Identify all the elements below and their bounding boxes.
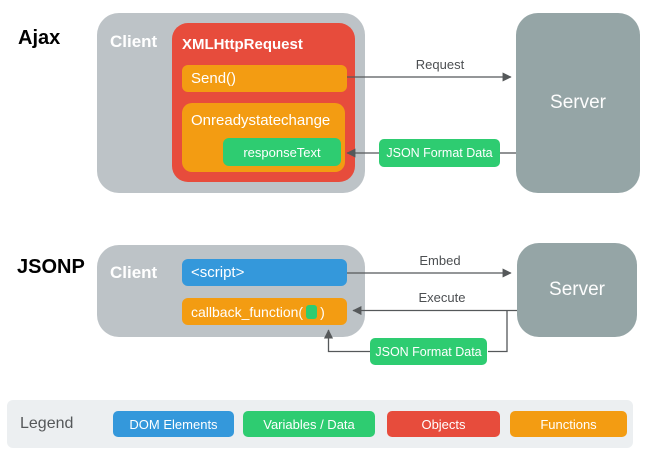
jsonp-section-label: JSONP — [17, 256, 85, 278]
legend-title: Legend — [20, 415, 74, 432]
ajax-server-box: Server — [516, 13, 640, 193]
jsonp-script-box: <script> — [182, 259, 347, 286]
ajax-responsetext-box: responseText — [223, 138, 341, 166]
jsonp-callback-box: callback_function( ) — [182, 298, 347, 325]
ajax-section-label: Ajax — [18, 27, 61, 49]
jsonp-script-label: <script> — [191, 264, 245, 281]
ajax-server-label: Server — [550, 92, 606, 113]
ajax-xmlhttprequest-label: XMLHttpRequest — [182, 36, 303, 53]
json-data-argument-square — [306, 304, 318, 319]
ajax-request-arrow-label: Request — [415, 57, 465, 72]
legend-item-functions-label: Functions — [540, 416, 597, 432]
jsonp-callback-label-close: ) — [320, 303, 325, 320]
legend-item-variables-data-label: Variables / Data — [263, 416, 355, 432]
jsonp-server-box: Server — [517, 243, 637, 337]
ajax-client-label: Client — [110, 32, 158, 51]
jsonp-server-label: Server — [549, 279, 605, 300]
jsonp-json-format-data-box: JSON Format Data — [370, 338, 487, 365]
legend-bar: Legend DOM Elements Variables / Data Obj… — [7, 400, 633, 448]
jsonp-execute-arrow-label: Execute — [418, 290, 466, 305]
ajax-send-box: Send() — [182, 65, 347, 92]
legend-item-dom-elements-label: DOM Elements — [129, 416, 218, 432]
jsonp-client-label: Client — [110, 263, 158, 282]
legend-item-functions: Functions — [510, 411, 627, 437]
legend-item-objects: Objects — [387, 411, 500, 437]
ajax-json-format-data-box: JSON Format Data — [379, 139, 500, 167]
jsonp-json-format-data-label: JSON Format Data — [375, 344, 482, 359]
jsonp-embed-arrow-label: Embed — [419, 253, 461, 268]
ajax-responsetext-label: responseText — [243, 144, 321, 160]
legend-item-variables-data: Variables / Data — [243, 411, 375, 437]
ajax-send-label: Send() — [191, 70, 237, 87]
jsonp-callback-label-open: callback_function( — [191, 303, 304, 320]
legend-item-dom-elements: DOM Elements — [113, 411, 234, 437]
legend-item-objects-label: Objects — [421, 416, 466, 432]
ajax-onreadystatechange-label: Onreadystatechange — [191, 112, 331, 129]
execute-to-json-line — [488, 310, 508, 353]
ajax-json-format-data-label: JSON Format Data — [386, 146, 493, 160]
